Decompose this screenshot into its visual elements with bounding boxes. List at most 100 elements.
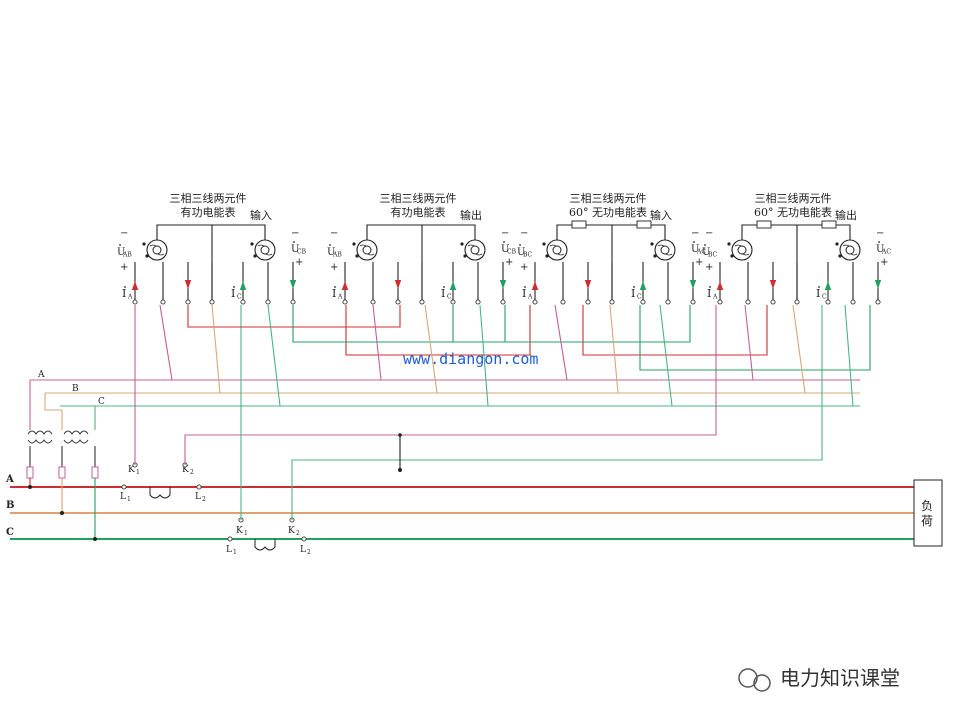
svg-text:U: U [291,244,299,255]
svg-text:U: U [501,244,509,255]
current-direction-arrow [239,281,247,290]
meter-element-icon [352,239,378,261]
voltage-tap [479,304,489,407]
svg-text:I: I [631,287,635,300]
voltage-minus-sign: − [705,228,713,239]
voltage-plus-sign: + [330,262,338,273]
svg-text:U: U [117,247,125,258]
ct-terminal [196,484,202,490]
current-chain-a [187,305,401,328]
resistor [821,220,837,229]
voltage-minus-sign: − [330,228,338,239]
voltage-label-left: UBC [702,244,718,259]
resistor [636,220,652,229]
svg-text:I: I [122,287,126,300]
meter-terminal [665,299,671,305]
voltage-plus-sign: + [520,262,528,273]
meter-terminal [132,299,138,305]
meter-terminal [770,299,776,305]
meter-subtitle: 60° 无功电能表 [569,205,647,219]
svg-text:AB: AB [332,252,342,259]
ct-c-return [291,305,823,520]
ct-l2-sub: 2 [307,549,311,556]
ct-l2-label: L [300,545,306,555]
meter-terminal [560,299,566,305]
current-direction-arrow [394,280,402,289]
svg-text:I: I [441,287,445,300]
meter-top-bus [741,224,851,245]
svg-text:A: A [127,294,133,301]
voltage-tap [609,304,619,394]
junction-dot [398,433,402,437]
voltage-plus-sign: + [695,257,703,268]
svg-text:C: C [237,294,242,301]
junction-dot [93,537,97,541]
voltage-tap [159,304,173,381]
ground-dot [398,468,402,472]
meter-io-tag: 输出 [835,208,857,222]
voltage-minus-sign: − [691,228,699,239]
meter-terminal [690,299,696,305]
meter-terminal [240,299,246,305]
voltage-minus-sign: − [520,228,528,239]
meter-terminal [265,299,271,305]
svg-text:U: U [691,244,699,255]
svg-text:AC: AC [881,249,891,256]
ct-terminal [121,484,127,490]
svg-text:U: U [327,247,335,258]
svg-text:A: A [337,294,343,301]
svg-text:I: I [332,287,336,300]
meter-element-icon [542,239,568,261]
current-direction-arrow [531,281,539,290]
voltage-label-right: UAC [876,241,891,256]
meter-subtitle: 有功电能表 [391,205,446,219]
svg-text:BC: BC [523,252,533,259]
meter-terminal [745,299,751,305]
vt-secondary-coil [27,439,89,444]
voltage-label-right: UCB [291,241,307,256]
meter-terminal [395,299,401,305]
meter-terminal [825,299,831,305]
meter-terminal [160,299,166,305]
ct-a-core [149,487,171,499]
meter-terminal [640,299,646,305]
svg-text:I: I [707,287,711,300]
current-direction-arrow [499,280,507,289]
meter-element-icon [250,239,276,261]
ct-l1-sub: 1 [127,496,131,503]
phase-label-b: B [6,500,14,511]
phase-label-c: C [6,527,14,538]
current-direction-arrow [874,280,882,289]
svg-text:AC: AC [696,249,706,256]
svg-text:U: U [702,247,710,258]
ct-k2-sub: 2 [190,469,194,476]
current-direction-arrow [184,280,192,289]
svg-text:I: I [231,287,235,300]
voltage-tap [844,304,854,407]
ct-terminal [227,536,233,542]
meter-element-icon [835,239,861,261]
svg-text:C: C [637,294,642,301]
ct-k2-sub: 2 [296,530,300,537]
svg-text:I: I [522,287,526,300]
ct-k2-label: K [288,526,295,536]
meter-terminal [475,299,481,305]
meter-io-tag: 输入 [650,208,672,222]
current-chain-c [452,305,691,343]
current-chain-c [292,305,506,343]
voltage-plus-sign: + [505,257,513,268]
wechat-logo-icon [738,668,771,692]
load-box [913,479,943,547]
meter-terminal [532,299,538,305]
meter-io-tag: 输入 [250,208,272,222]
current-direction-arrow [639,281,647,290]
current-chain-a [582,305,768,356]
